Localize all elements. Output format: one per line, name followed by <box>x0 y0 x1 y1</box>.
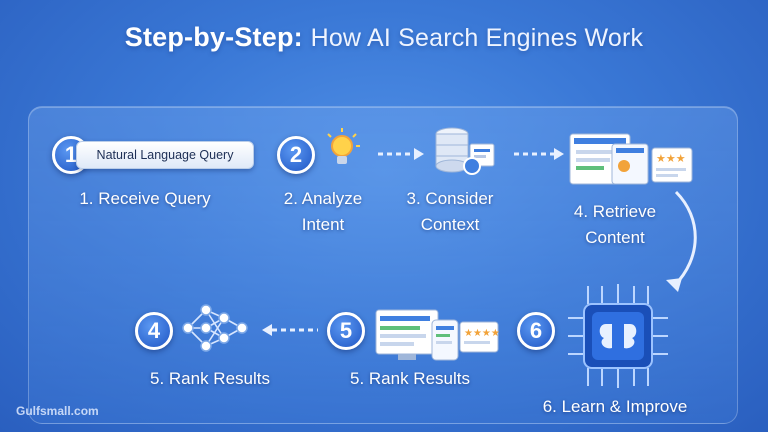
step-3-label-line1: 3. Consider <box>406 189 494 208</box>
arrow-right-icon <box>378 148 424 160</box>
title-rest: How AI Search Engines Work <box>310 24 644 52</box>
step-6-label: 6. Learn & Improve <box>542 397 688 416</box>
step-5-label: 5. Rank Results <box>350 369 470 388</box>
svg-text:★★★★: ★★★★ <box>464 328 500 339</box>
arrow-right-icon <box>514 148 564 160</box>
step-6-badge: 6 <box>517 312 555 350</box>
title-lead: Step-by-Step: <box>124 22 303 52</box>
curved-arrow-icon <box>666 190 697 292</box>
step-3-label-line2: Context <box>420 215 480 234</box>
step-4-label: 4. Retrieve Content <box>555 199 675 251</box>
arrow-left-icon <box>262 324 318 336</box>
step-4-label-line2: Content <box>585 228 645 247</box>
step-1-label: 1. Receive Query <box>79 189 211 208</box>
ai-brain-chip-icon <box>568 284 668 388</box>
natural-language-query-box: Natural Language Query <box>76 141 254 169</box>
neural-network-icon <box>182 304 248 352</box>
step-2-label-line2: Intent <box>301 215 345 234</box>
step-4-badge: 4 <box>135 312 173 350</box>
step-5-badge: 5 <box>327 312 365 350</box>
step-4-bottom-label: 5. Rank Results <box>150 369 270 388</box>
lightbulb-icon <box>327 128 360 164</box>
retrieve-documents-icon: ★★★ <box>569 133 693 185</box>
rank-results-screens-icon: ★★★★ <box>375 309 500 361</box>
page-title: Step-by-Step: How AI Search Engines Work <box>0 22 768 53</box>
watermark: Gulfsmall.com <box>16 404 99 418</box>
step-4-label-line1: 4. Retrieve <box>573 202 657 221</box>
step-3-label: 3. Consider Context <box>395 186 505 238</box>
database-context-icon <box>435 127 495 175</box>
svg-text:★★★: ★★★ <box>656 152 686 165</box>
step-2-badge: 2 <box>277 136 315 174</box>
step-2-label: 2. Analyze Intent <box>268 186 378 238</box>
step-2-label-line1: 2. Analyze <box>283 189 363 208</box>
